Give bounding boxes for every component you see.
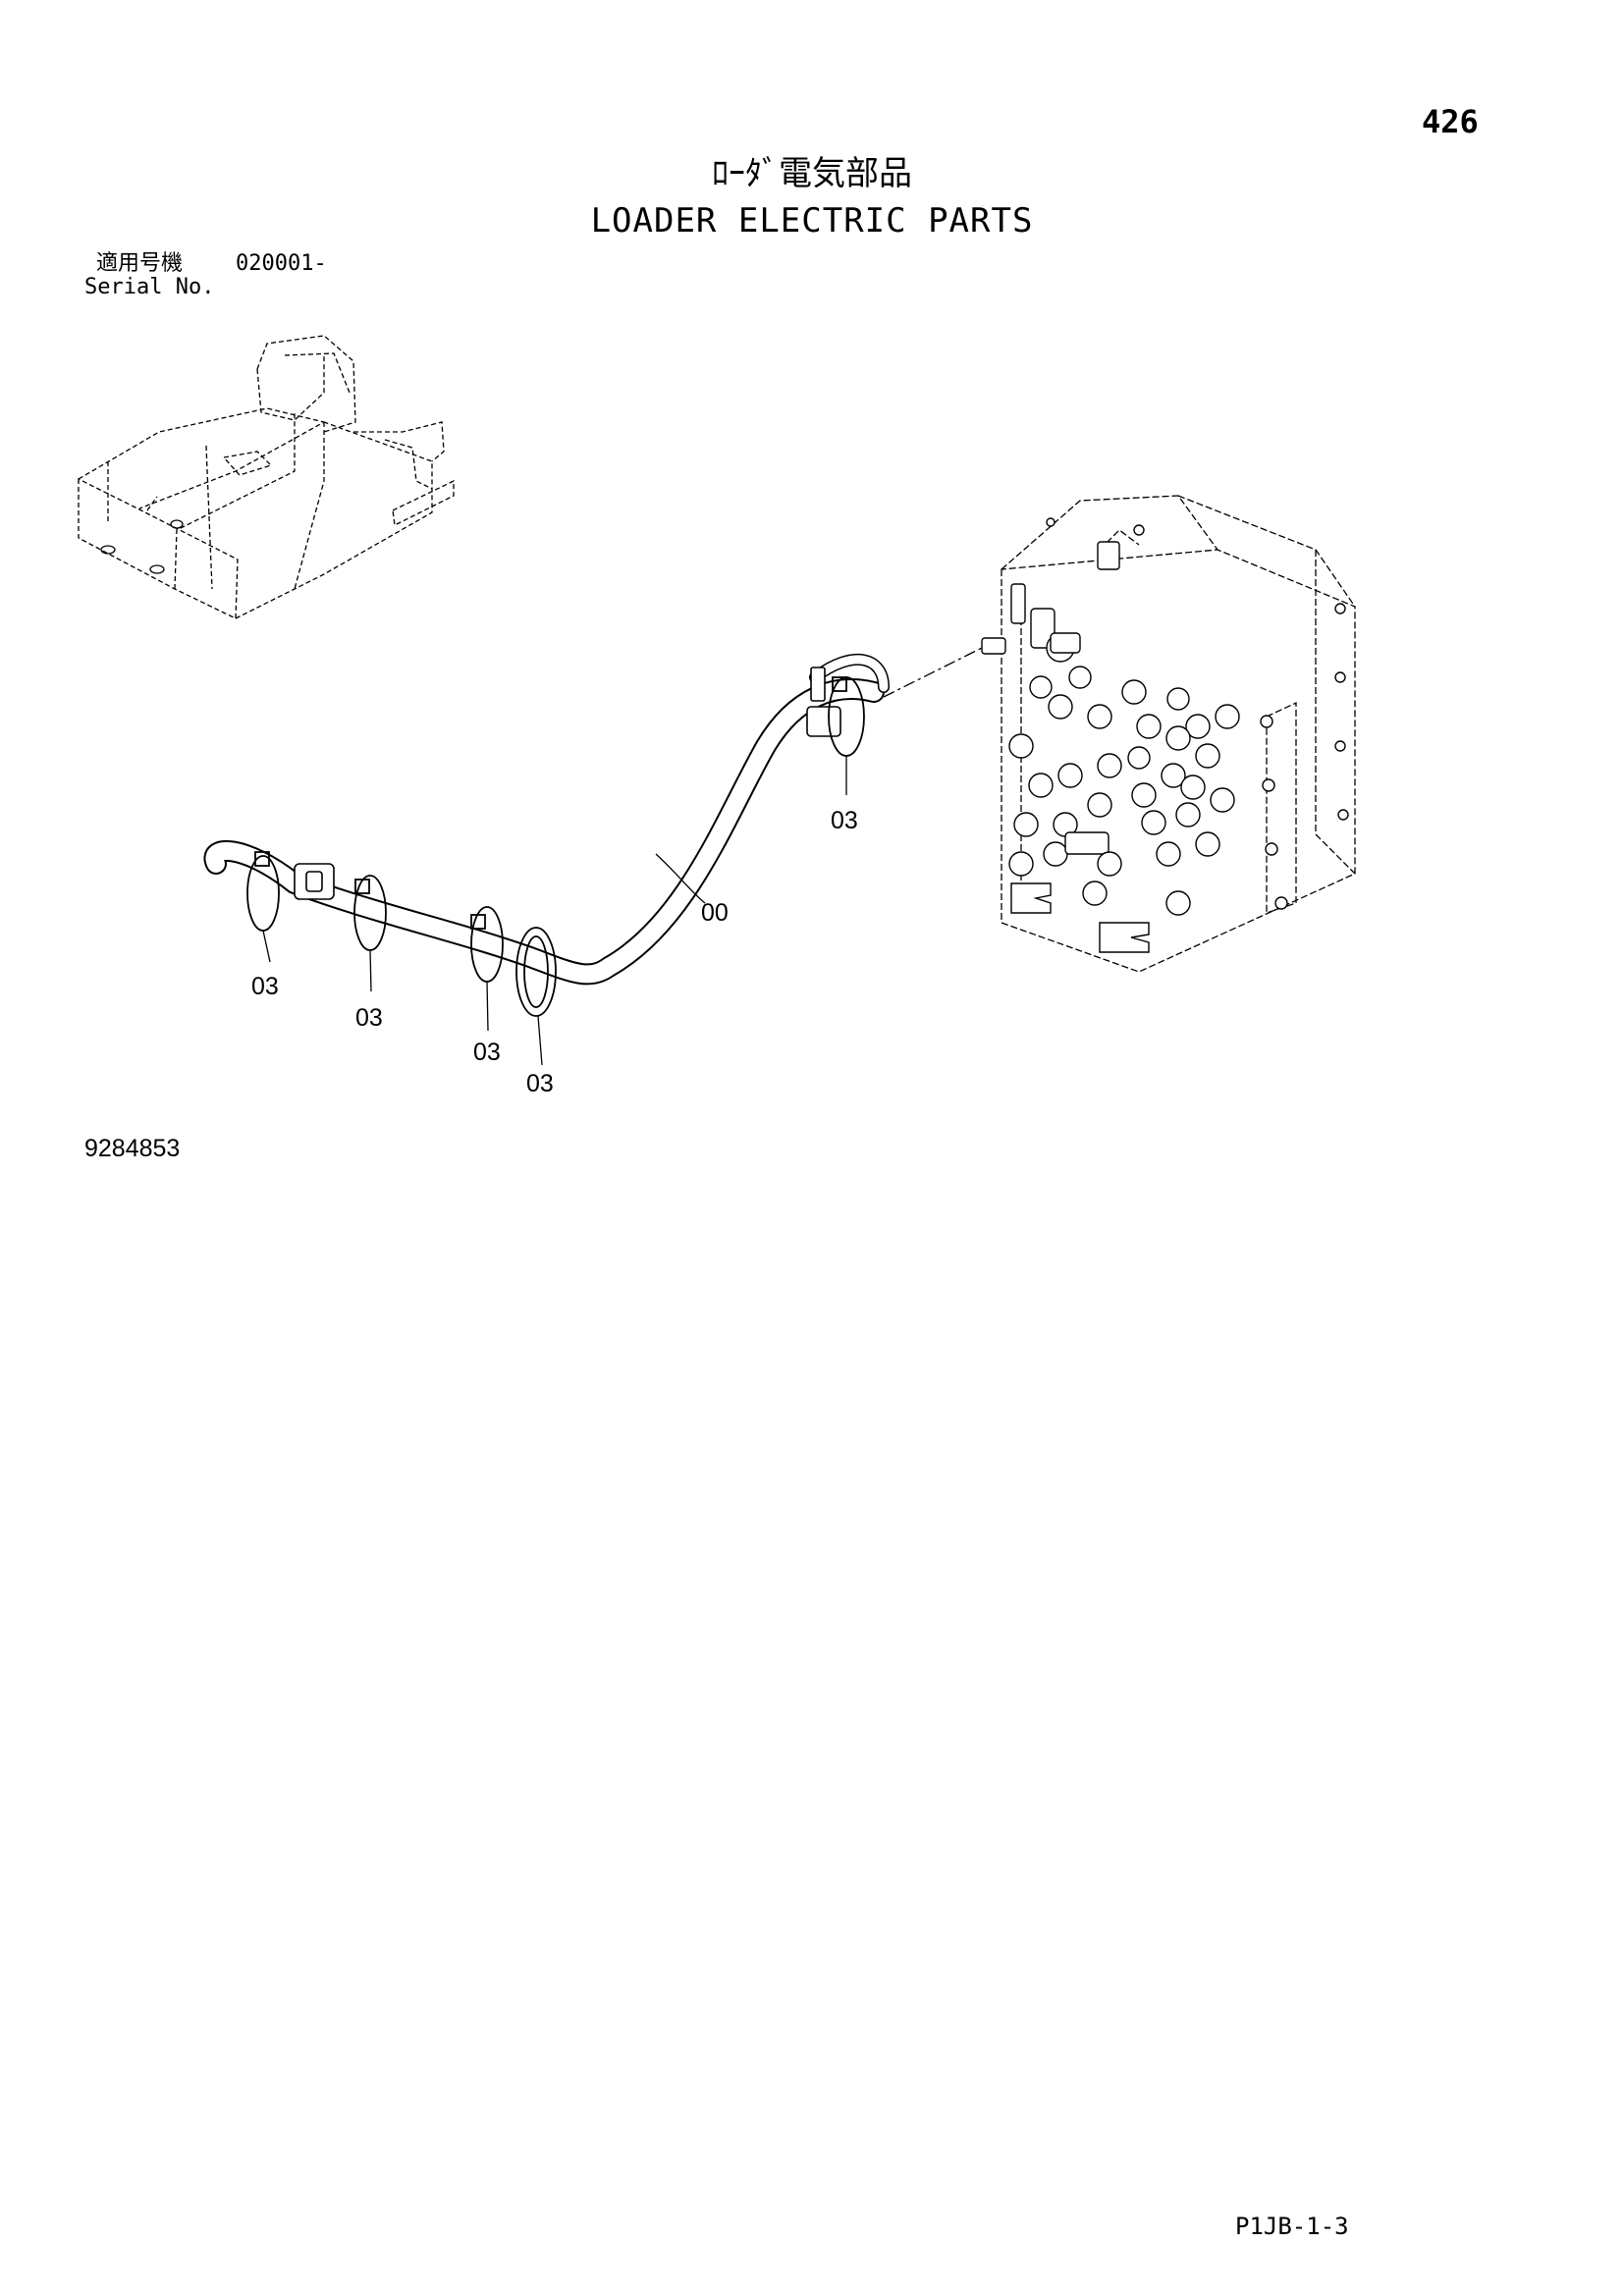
machine-overview-illustration [78,335,455,620]
page-code: P1JB-1-3 [1235,2213,1349,2240]
callout-label-harness: 00 [701,899,729,927]
callout-label-clamp: 03 [473,1039,501,1066]
parts-diagram: 00 03 03 03 03 03 [78,335,1356,1097]
serial-number-value: 020001- [236,251,327,276]
serial-label-japanese: 適用号機 [96,251,184,276]
callout-leader-lines [262,756,847,1066]
page-title-english: LOADER ELECTRIC PARTS [590,201,1034,240]
page-title-japanese: ﾛｰﾀﾞ電気部品 [712,154,912,193]
serial-label-english: Serial No. [84,275,215,299]
drawing-number: 9284853 [84,1135,181,1162]
connector-leader-line [883,647,983,698]
harness-connectors [294,667,841,900]
valve-fittings [981,517,1349,953]
callout-label-clamp: 03 [526,1070,554,1097]
control-valve-outline [1001,495,1356,973]
callout-label-clamp: 03 [355,1004,383,1032]
callout-label-clamp: 03 [251,973,279,1000]
wire-harness [203,654,890,986]
machine-overview-holes [100,519,184,574]
callout-label-clamp: 03 [831,807,858,834]
page-number: 426 [1422,103,1479,140]
